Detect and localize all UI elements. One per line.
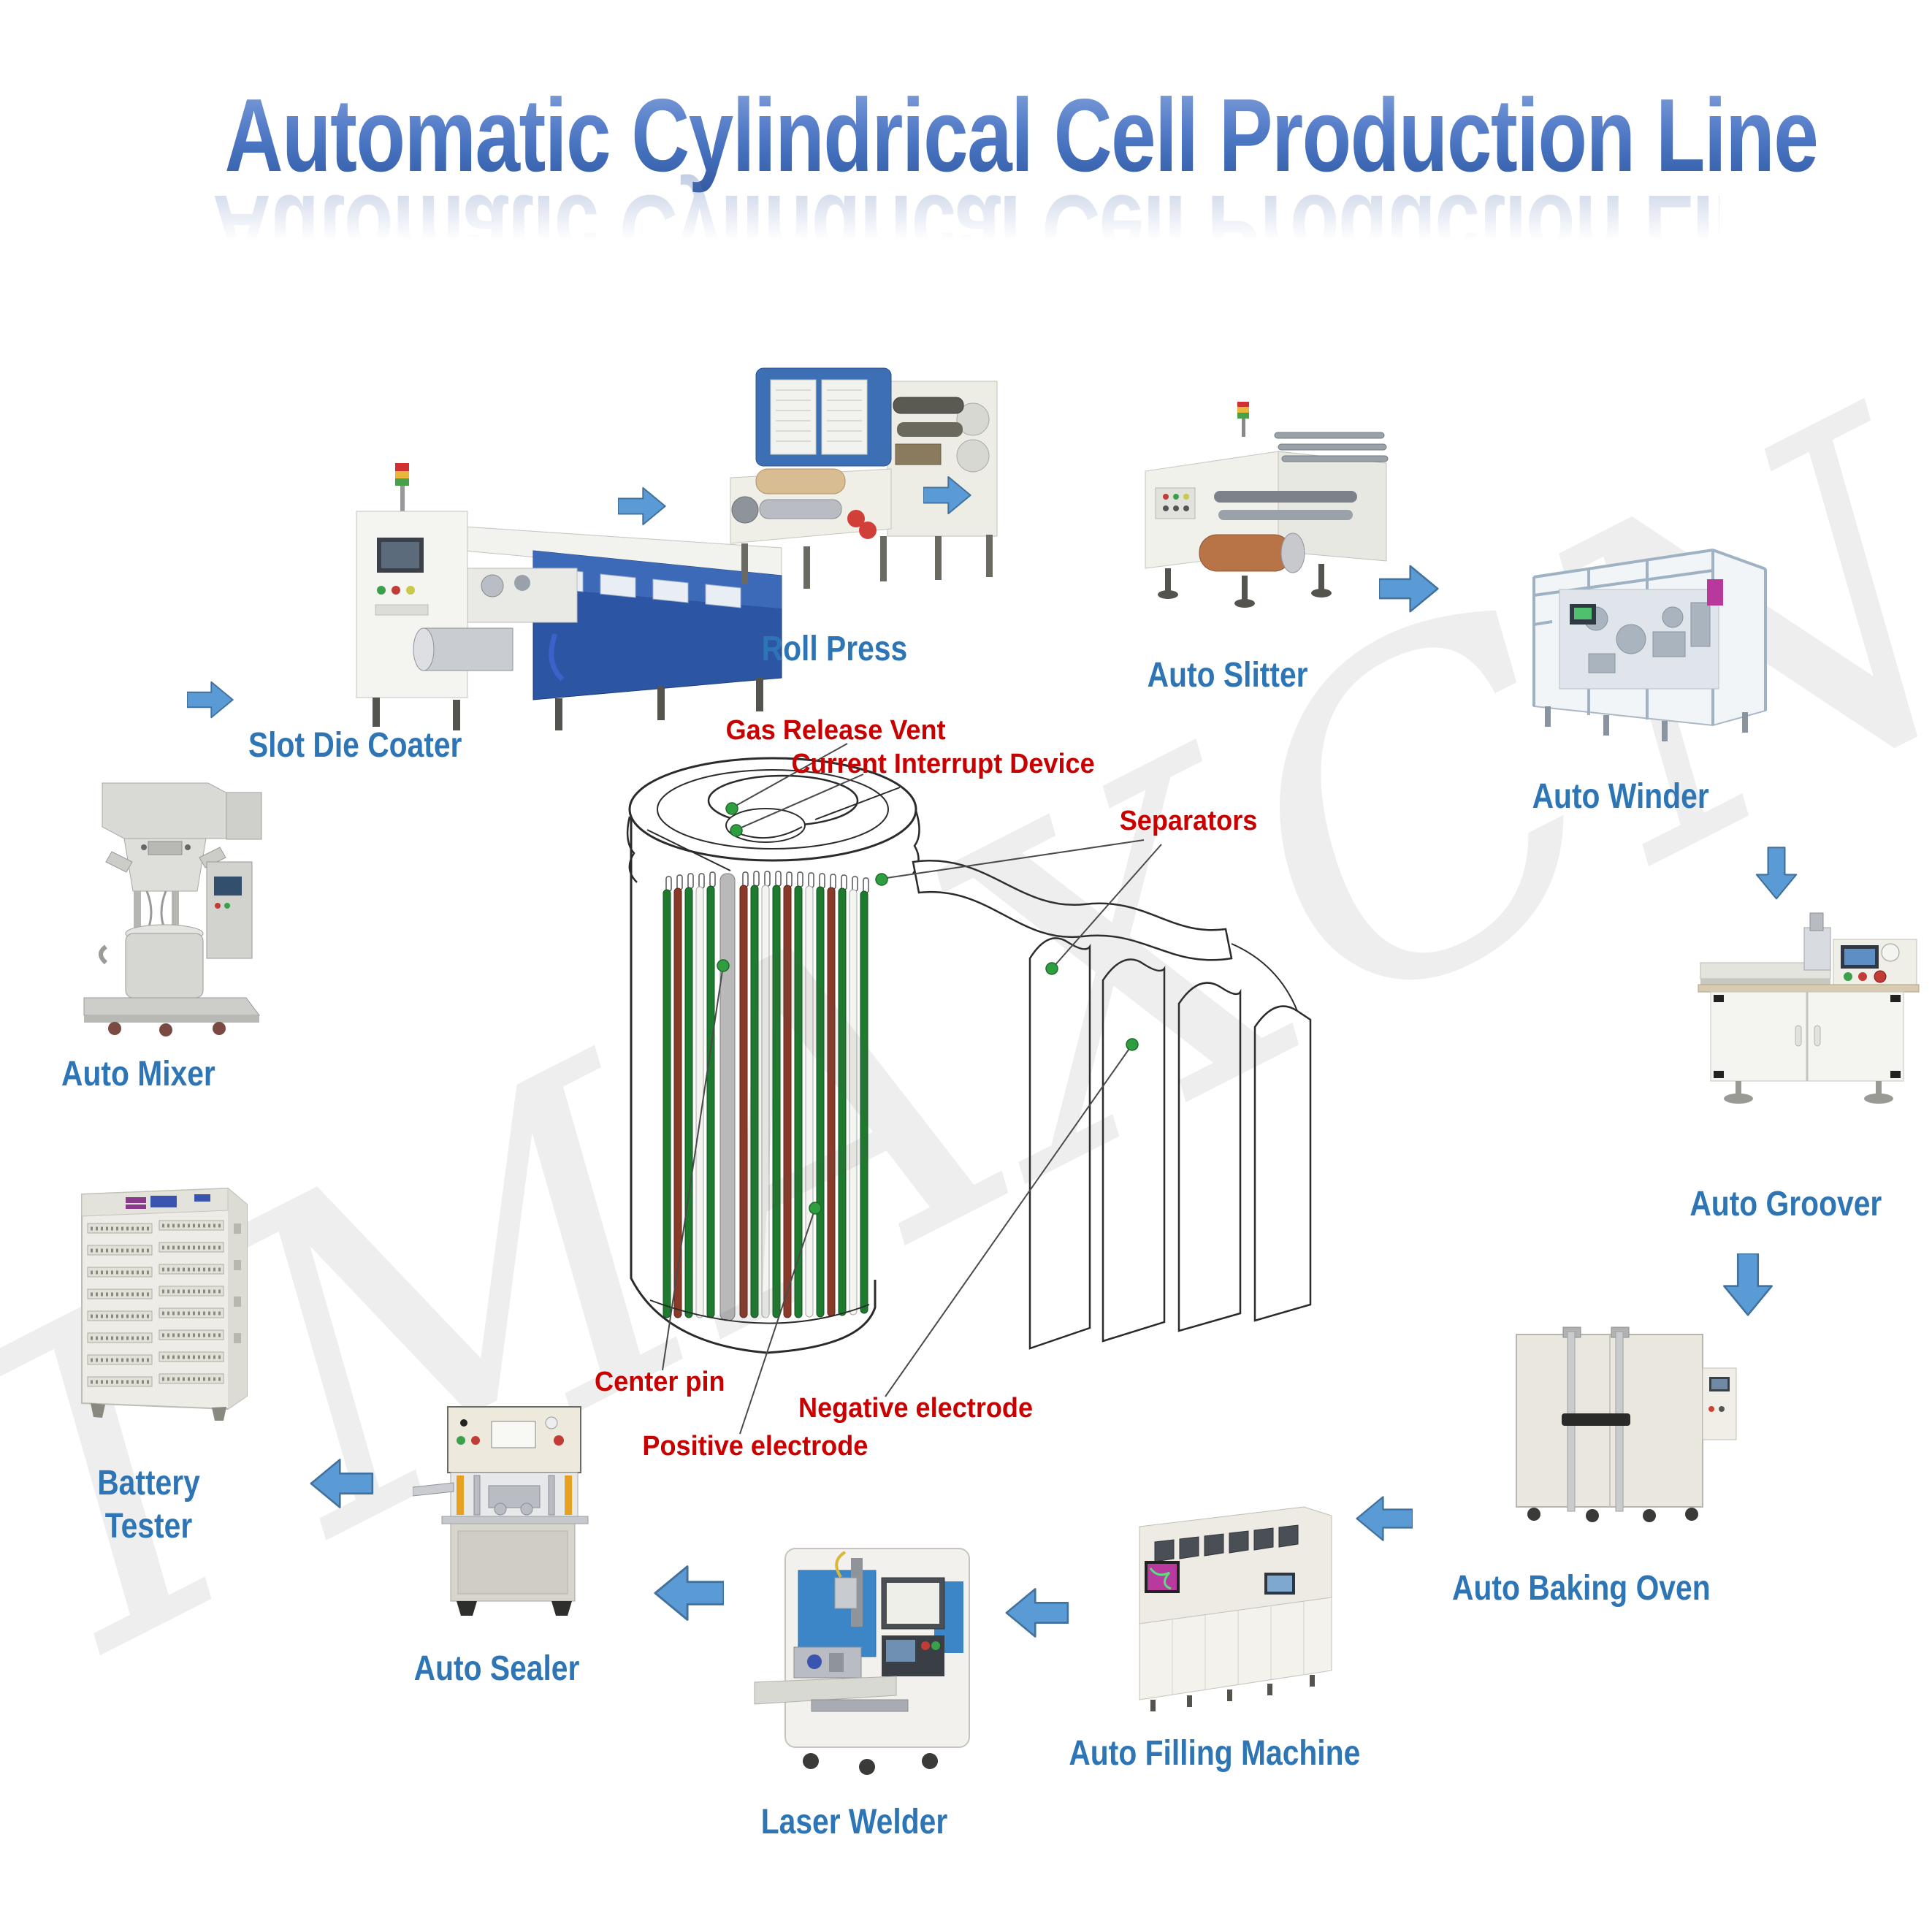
machine-auto-baking-oven <box>1503 1326 1748 1527</box>
auto-groover-illustration <box>1698 912 1920 1104</box>
machine-slot-die-coater <box>314 459 811 747</box>
auto-winder-illustration <box>1532 549 1767 741</box>
label-auto-groover: Auto Groover <box>1689 1185 1882 1223</box>
label-auto-baking-oven: Auto Baking Oven <box>1451 1569 1711 1608</box>
label-separators: Separators <box>1119 806 1258 836</box>
label-auto-winder: Auto Winder <box>1532 777 1709 816</box>
machine-auto-filling-machine <box>1121 1486 1344 1717</box>
flow-arrow-right-icon <box>618 479 666 533</box>
auto-filling-machine-illustration <box>1139 1506 1332 1711</box>
page-title-reflection: Automatic Cylindrical Cell Production Li… <box>213 171 1806 291</box>
machine-auto-slitter <box>1132 402 1402 628</box>
machine-auto-groover <box>1695 906 1925 1110</box>
label-current-interrupt-device: Current Interrupt Device <box>791 749 1095 779</box>
machine-laser-welder <box>741 1538 990 1779</box>
roll-press-illustration <box>730 367 998 589</box>
flow-arrow-down-icon <box>1721 1253 1775 1316</box>
machine-auto-mixer <box>62 774 267 1045</box>
slot-die-coater-illustration <box>356 463 782 730</box>
flow-arrow-left-icon <box>308 1457 374 1510</box>
label-battery-tester: Battery Tester <box>97 1464 200 1546</box>
flow-arrow-left-icon <box>1356 1492 1413 1546</box>
machine-battery-tester <box>58 1180 285 1428</box>
machine-auto-winder <box>1523 537 1779 756</box>
label-gas-release-vent: Gas Release Vent <box>725 715 946 746</box>
flow-arrow-right-icon <box>187 673 234 726</box>
page-title-text: Automatic Cylindrical Cell Production Li… <box>225 76 1819 196</box>
label-negative-electrode: Negative electrode <box>798 1393 1034 1424</box>
laser-welder-illustration <box>754 1548 970 1775</box>
label-roll-press: Roll Press <box>761 630 908 668</box>
flow-arrow-right-icon <box>1379 562 1439 615</box>
auto-baking-oven-illustration <box>1516 1326 1737 1522</box>
flow-arrow-left-icon <box>654 1562 724 1624</box>
label-auto-mixer: Auto Mixer <box>61 1055 215 1093</box>
flow-arrow-left-icon <box>1004 1587 1069 1639</box>
page-title: Automatic Cylindrical Cell Production Li… <box>0 76 1932 291</box>
flow-arrow-right-icon <box>923 467 971 523</box>
label-center-pin: Center pin <box>595 1367 725 1397</box>
label-positive-electrode: Positive electrode <box>642 1431 868 1462</box>
auto-sealer-illustration <box>413 1406 589 1616</box>
auto-mixer-illustration <box>83 782 262 1036</box>
machine-auto-sealer <box>413 1401 617 1620</box>
battery-tester-illustration <box>81 1187 248 1421</box>
label-auto-slitter: Auto Slitter <box>1147 656 1308 695</box>
label-auto-sealer: Auto Sealer <box>413 1649 580 1688</box>
label-auto-filling-machine: Auto Filling Machine <box>1069 1734 1361 1773</box>
label-laser-welder: Laser Welder <box>760 1803 948 1841</box>
auto-slitter-illustration <box>1145 402 1389 608</box>
label-slot-die-coater: Slot Die Coater <box>248 726 462 765</box>
flow-arrow-down-icon <box>1755 844 1798 904</box>
machine-roll-press <box>716 359 1045 604</box>
